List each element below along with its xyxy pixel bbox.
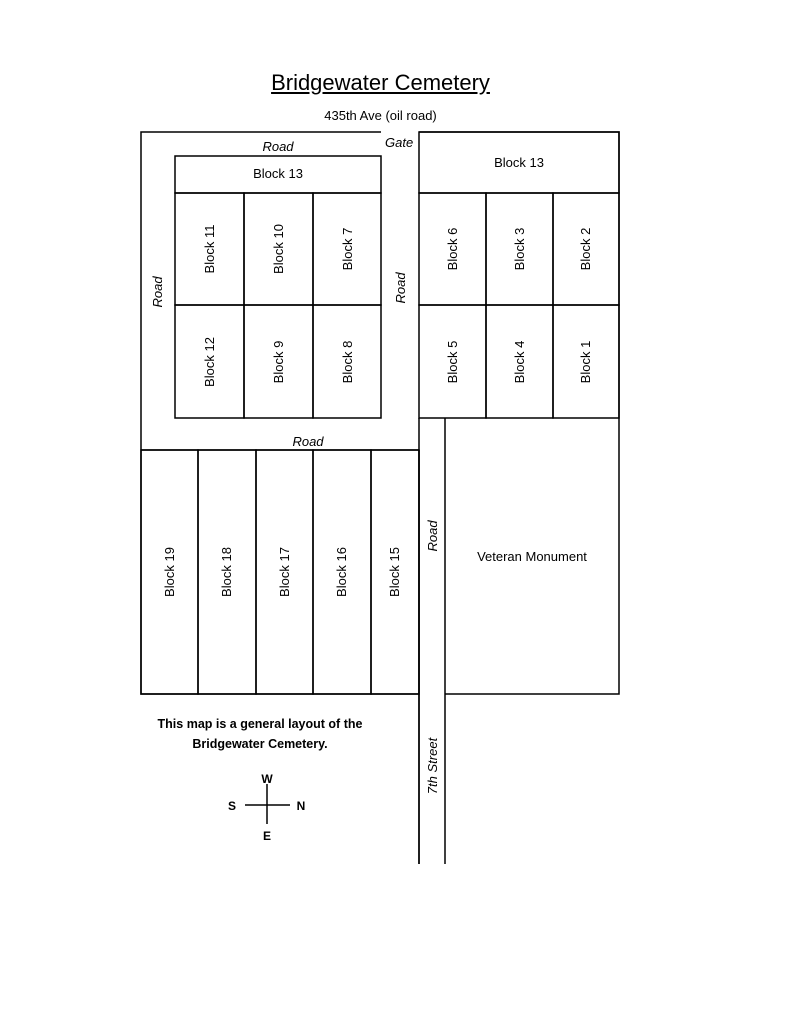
- compass-north: N: [297, 799, 306, 813]
- map-note: This map is a general layout of the Brid…: [140, 714, 380, 754]
- block-1-label: Block 1: [578, 341, 593, 384]
- block-15-label: Block 15: [387, 547, 402, 597]
- block-19-label: Block 19: [162, 547, 177, 597]
- compass-west: W: [261, 772, 273, 786]
- block-8-label: Block 8: [340, 341, 355, 384]
- page-title: Bridgewater Cemetery: [271, 70, 490, 95]
- road-label-east: Road: [425, 520, 440, 552]
- outer-boundary-west: [140, 131, 419, 695]
- block-8[interactable]: [312, 304, 382, 419]
- road-label-center: Road: [393, 272, 408, 304]
- block-5-label: Block 5: [445, 341, 460, 384]
- block-2-label: Block 2: [578, 228, 593, 271]
- east-boundary: [419, 131, 620, 695]
- block-3-label: Block 3: [512, 228, 527, 271]
- block-15[interactable]: [370, 449, 420, 695]
- block-6-label: Block 6: [445, 228, 460, 271]
- block-11-label: Block 11: [202, 225, 217, 274]
- map-note-line-1: This map is a general layout of the: [157, 717, 363, 731]
- page-subtitle: 435th Ave (oil road): [324, 108, 437, 123]
- road-label-west: Road: [150, 276, 165, 308]
- block-10-label: Block 10: [271, 224, 286, 274]
- map-note-line-2: Bridgewater Cemetery.: [192, 737, 328, 751]
- block-18-label: Block 18: [219, 547, 234, 597]
- veteran-monument-label: Veteran Monument: [477, 549, 587, 564]
- road-label-north: Road: [262, 139, 294, 154]
- block-9-label: Block 9: [271, 341, 286, 384]
- block-4-label: Block 4: [512, 341, 527, 384]
- block-17-label: Block 17: [277, 547, 292, 597]
- block-1[interactable]: [552, 304, 620, 419]
- compass-south: S: [228, 799, 236, 813]
- gate-label: Gate: [385, 135, 413, 150]
- block-7-label: Block 7: [340, 228, 355, 271]
- compass-rose: W E S N: [228, 772, 306, 843]
- compass-east: E: [263, 829, 271, 843]
- block-13-east-label: Block 13: [494, 155, 544, 170]
- street-label: 7th Street: [425, 736, 440, 794]
- block-16-label: Block 16: [334, 547, 349, 597]
- block-13-west-label: Block 13: [253, 166, 303, 181]
- road-label-mid: Road: [292, 434, 324, 449]
- block-12-label: Block 12: [202, 337, 217, 387]
